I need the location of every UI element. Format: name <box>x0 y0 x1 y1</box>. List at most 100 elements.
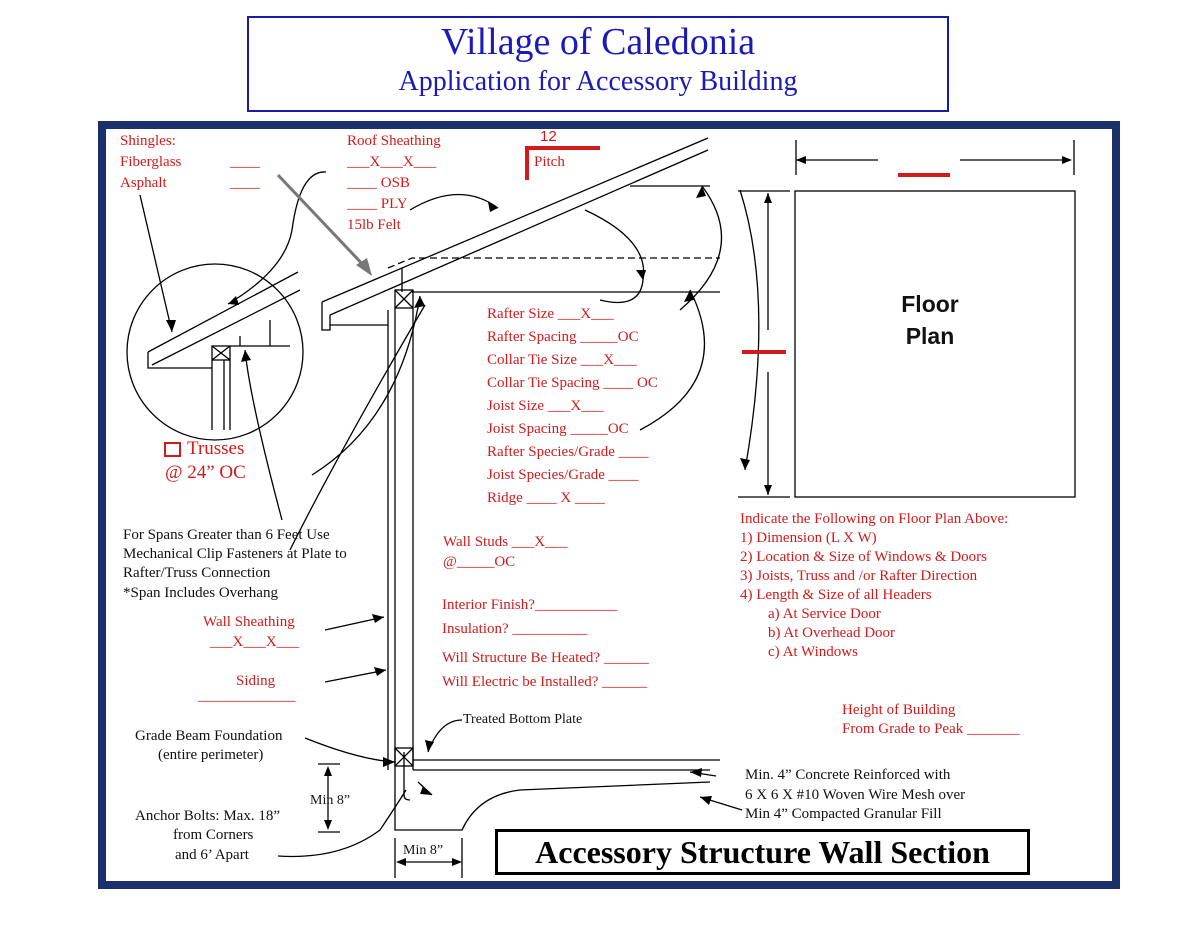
sheathing-arrowhead <box>356 258 372 276</box>
diagram-frame <box>98 121 1120 889</box>
leader-asphalt <box>139 194 173 333</box>
collar-tie-size: Collar Tie Size ___X___ <box>487 352 637 368</box>
floor-plan-item-1: 1) Dimension (L X W) <box>740 530 877 546</box>
asphalt-blank: ____ <box>230 175 260 191</box>
leader-truss <box>244 349 283 521</box>
roof-sheathing-title: Roof Sheathing <box>347 133 441 149</box>
top-plate-block <box>394 289 414 309</box>
rafter-size: Rafter Size ___X___ <box>487 306 614 322</box>
wall-studs-size: Wall Studs ___X___ <box>443 534 568 550</box>
title-box: Village of Caledonia Application for Acc… <box>247 16 949 112</box>
fiberglass-blank: ____ <box>230 154 260 170</box>
electric-question: Will Electric be Installed? ______ <box>442 674 648 690</box>
joist-size: Joist Size ___X___ <box>487 398 604 414</box>
detail-stud <box>211 360 231 430</box>
floor-plan-subitem-a: a) At Service Door <box>768 606 881 622</box>
anchor-line2: from Corners <box>173 827 254 843</box>
leader-clip-2 <box>311 295 421 476</box>
slab-line1: Min. 4” Concrete Reinforced with <box>745 767 951 783</box>
height-line1: Height of Building <box>842 702 956 718</box>
siding-label: Siding <box>236 673 276 689</box>
leader-rafter <box>584 209 645 304</box>
joist-species: Joist Species/Grade ____ <box>487 467 639 483</box>
floor-dim-left <box>738 190 790 498</box>
leader-treated <box>427 719 463 753</box>
slab-line3: Min 4” Compacted Granular Fill <box>745 806 942 822</box>
leader-collar-2 <box>679 185 723 311</box>
detail-circle <box>126 263 304 441</box>
spans-note-line2: Mechanical Clip Fasteners at Plate to <box>123 546 347 562</box>
spans-note-line3: Rafter/Truss Connection <box>123 565 271 581</box>
dim-horizontal <box>394 838 463 878</box>
roof-fascia <box>321 302 331 331</box>
roof-sheathing-osb: ____ OSB <box>347 175 410 191</box>
floor-plan-rect <box>794 190 1076 498</box>
detail-rafter-b <box>151 289 301 366</box>
dim-vertical <box>318 763 340 833</box>
detail-plate-x <box>211 345 231 361</box>
trusses-option: Trusses <box>164 437 244 461</box>
roof-rafter-bottom <box>329 149 709 316</box>
page-title: Village of Caledonia <box>440 21 756 63</box>
page-subtitle: Application for Accessory Building <box>398 66 798 97</box>
trusses-checkbox[interactable] <box>164 442 181 458</box>
rafter-species: Rafter Species/Grade ____ <box>487 444 649 460</box>
treated-plate-label: Treated Bottom Plate <box>463 712 583 727</box>
joist-spacing: Joist Spacing _____OC <box>487 421 629 437</box>
insulation-question: Insulation? __________ <box>442 621 588 637</box>
ridge-size: Ridge ____ X ____ <box>487 490 605 506</box>
floor-plan-label: Floor Plan <box>870 288 990 352</box>
anchor-line3: and 6’ Apart <box>175 847 249 863</box>
roof-sheathing-ply: ____ PLY <box>347 196 408 212</box>
pitch-symbol <box>525 146 600 180</box>
ceiling-line-dashed <box>387 257 720 269</box>
floor-plan-subitem-c: c) At Windows <box>768 644 858 660</box>
rafter-spacing: Rafter Spacing _____OC <box>487 329 639 345</box>
detail-rafter-a <box>147 271 299 353</box>
height-line2: From Grade to Peak _______ <box>842 721 1020 737</box>
roof-felt-label: 15lb Felt <box>347 217 401 233</box>
section-title: Accessory Structure Wall Section <box>495 829 1030 875</box>
grade-beam-line1: Grade Beam Foundation <box>135 728 283 744</box>
heated-question: Will Structure Be Heated? ______ <box>442 650 649 666</box>
grade-beam-line2: (entire perimeter) <box>158 747 264 763</box>
wall-sheathing-title: Wall Sheathing <box>203 614 295 630</box>
interior-finish-question: Interior Finish?___________ <box>442 597 618 613</box>
siding-blank: _____________ <box>198 688 296 704</box>
min-depth-label: Min 8” <box>310 793 351 808</box>
detail-web <box>230 320 290 347</box>
min-width-label: Min 8” <box>403 843 444 858</box>
floor-dim-top <box>795 140 1075 175</box>
shingles-label: Shingles: <box>120 133 176 149</box>
leader-sheathing <box>409 193 499 211</box>
detail-plate <box>211 345 231 361</box>
trusses-label: Trusses <box>187 438 245 459</box>
leader-joist <box>739 189 760 471</box>
footing-outline <box>394 770 711 831</box>
roof-rafter-top <box>321 137 709 303</box>
wall-sheathing-size: ___X___X___ <box>210 634 300 650</box>
pitch-number: 12 <box>540 128 557 145</box>
leader-anchor <box>277 789 407 858</box>
floor-plan-item-3: 3) Joists, Truss and /or Rafter Directio… <box>740 568 978 584</box>
floor-plan-instructions-title: Indicate the Following on Floor Plan Abo… <box>740 511 1009 527</box>
pitch-label: Pitch <box>534 154 565 170</box>
floor-plan-subitem-b: b) At Overhead Door <box>768 625 896 641</box>
floor-plan-label-line1: Floor <box>901 291 959 317</box>
slab-line2: 6 X 6 X #10 Woven Wire Mesh over <box>745 787 966 803</box>
collar-tie-spacing: Collar Tie Spacing ____ OC <box>487 375 658 391</box>
floor-plan-item-4: 4) Length & Size of all Headers <box>740 587 932 603</box>
roof-sheathing-size: ___X___X___ <box>347 154 437 170</box>
wall-studs-spacing: @_____OC <box>443 554 516 570</box>
trusses-spacing: @ 24” OC <box>165 462 246 483</box>
asphalt-label: Asphalt <box>120 175 167 191</box>
spans-note-line1: For Spans Greater than 6 Feet Use <box>123 527 330 543</box>
leader-clip <box>289 304 426 551</box>
floor-plan-item-2: 2) Location & Size of Windows & Doors <box>740 549 988 565</box>
floor-plan-label-line2: Plan <box>905 323 955 349</box>
leader-shingles <box>227 171 327 305</box>
top-plate-x <box>394 289 414 309</box>
fiberglass-label: Fiberglass <box>120 154 182 170</box>
anchor-line1: Anchor Bolts: Max. 18” <box>135 808 280 824</box>
